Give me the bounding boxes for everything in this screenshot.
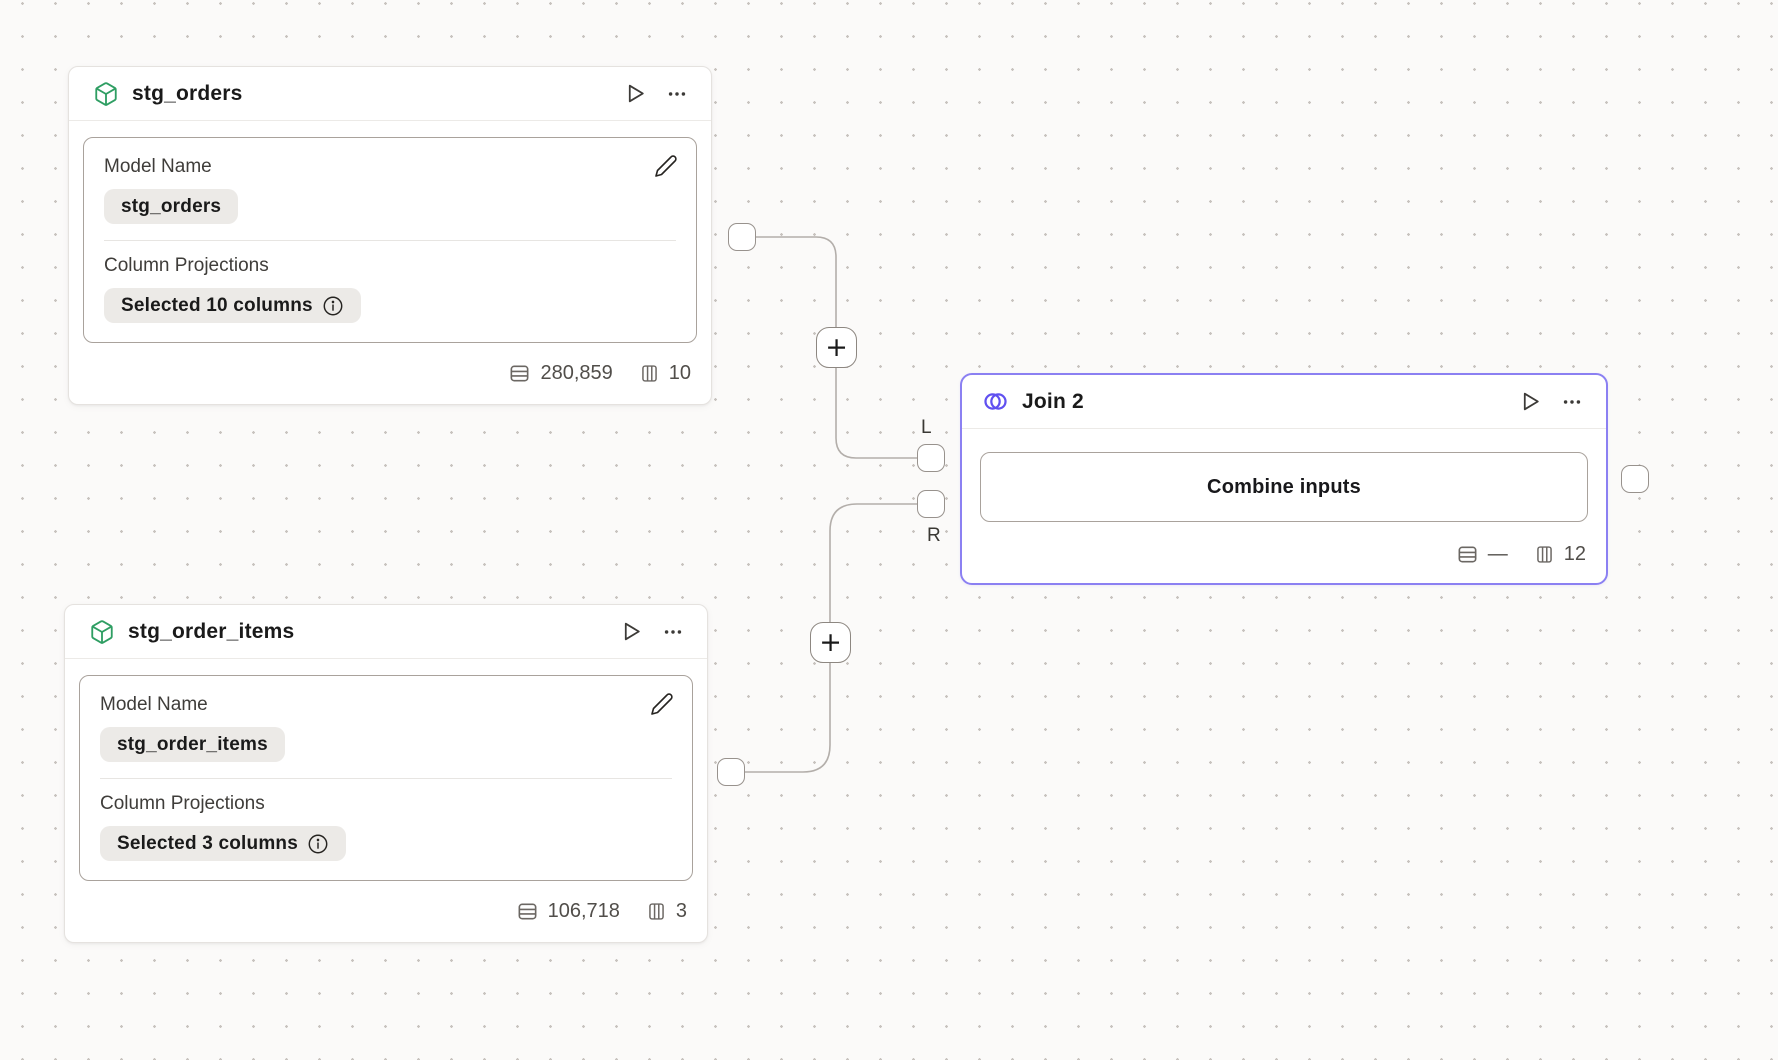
panel-divider (100, 778, 672, 779)
model-cube-icon (89, 619, 115, 645)
row-count-value: 280,859 (540, 361, 613, 384)
node-join-2[interactable]: Join 2 Combine inputs — (960, 373, 1608, 585)
node-title: stg_orders (132, 81, 243, 105)
column-projections-label: Column Projections (104, 255, 269, 276)
model-name-label: Model Name (104, 156, 212, 177)
columns-icon (649, 902, 664, 920)
add-node-on-edge-button-bottom[interactable]: + (810, 622, 851, 663)
model-name-chip[interactable]: stg_order_items (100, 727, 285, 762)
node-title: stg_order_items (128, 619, 295, 643)
add-node-on-edge-button-top[interactable]: + (816, 327, 857, 368)
node-config-panel: Model Name stg_orders Column Projections… (83, 137, 697, 343)
run-node-button[interactable] (619, 78, 651, 110)
model-name-label: Model Name (100, 694, 208, 715)
run-node-button[interactable] (1514, 386, 1546, 418)
node-stg-orders[interactable]: stg_orders Model Name stg_or (68, 66, 712, 405)
column-projections-chip[interactable]: Selected 10 columns (104, 288, 361, 323)
row-count-value: 106,718 (547, 899, 620, 922)
columns-icon (1536, 545, 1552, 563)
rows-icon (1458, 545, 1477, 563)
node-join-header: Join 2 (962, 375, 1606, 429)
node-menu-button[interactable] (661, 78, 693, 110)
join-left-handle-label: L (921, 417, 932, 438)
join-venn-icon (982, 388, 1009, 415)
edit-pencil-icon[interactable] (650, 692, 674, 721)
node-menu-button[interactable] (1556, 386, 1588, 418)
node-stats-footer: 106,718 3 (65, 880, 707, 942)
column-projections-label: Column Projections (100, 793, 265, 814)
rows-icon (510, 364, 529, 382)
node-join-body: Combine inputs — 12 (962, 429, 1606, 585)
column-count-stat: 10 (639, 362, 691, 385)
node-config-panel: Model Name stg_order_items Column Projec… (79, 675, 693, 881)
node-stg-order-items-header: stg_order_items (65, 605, 707, 659)
node-title: Join 2 (1022, 389, 1084, 413)
node-menu-button[interactable] (657, 616, 689, 648)
panel-divider (104, 240, 676, 241)
row-count-stat: — (1456, 543, 1508, 566)
output-port-stg-order-items[interactable] (717, 758, 745, 786)
node-stats-footer: — 12 (962, 523, 1606, 585)
column-count-value: 10 (668, 361, 691, 384)
row-count-stat: 280,859 (508, 361, 613, 385)
model-name-value: stg_orders (121, 195, 222, 217)
run-node-button[interactable] (615, 616, 647, 648)
info-icon (308, 834, 328, 853)
join-right-handle-label: R (927, 525, 941, 546)
model-name-chip[interactable]: stg_orders (104, 189, 239, 224)
column-count-value: 3 (675, 899, 687, 922)
column-count-value: 12 (1563, 542, 1586, 565)
join-input-port-left[interactable] (917, 444, 945, 472)
output-port-stg-orders[interactable] (728, 223, 756, 251)
column-projections-chip[interactable]: Selected 3 columns (100, 826, 347, 861)
columns-icon (641, 364, 657, 382)
model-name-value: stg_order_items (117, 733, 268, 755)
model-cube-icon (93, 81, 119, 107)
column-projections-value: Selected 3 columns (117, 832, 299, 854)
node-stg-order-items[interactable]: stg_order_items Model Name s (64, 604, 708, 943)
edit-pencil-icon[interactable] (654, 154, 678, 183)
join-input-port-right[interactable] (917, 490, 945, 518)
node-stats-footer: 280,859 10 (69, 342, 711, 404)
row-count-value: — (1487, 542, 1508, 565)
combine-inputs-button[interactable]: Combine inputs (980, 452, 1588, 522)
output-port-join[interactable] (1621, 465, 1649, 493)
node-stg-orders-header: stg_orders (69, 67, 711, 121)
column-count-stat: 3 (646, 900, 687, 923)
column-count-stat: 12 (1534, 543, 1586, 566)
column-projections-value: Selected 10 columns (121, 294, 313, 316)
rows-icon (518, 902, 537, 920)
row-count-stat: 106,718 (516, 900, 620, 923)
info-icon (323, 296, 343, 315)
